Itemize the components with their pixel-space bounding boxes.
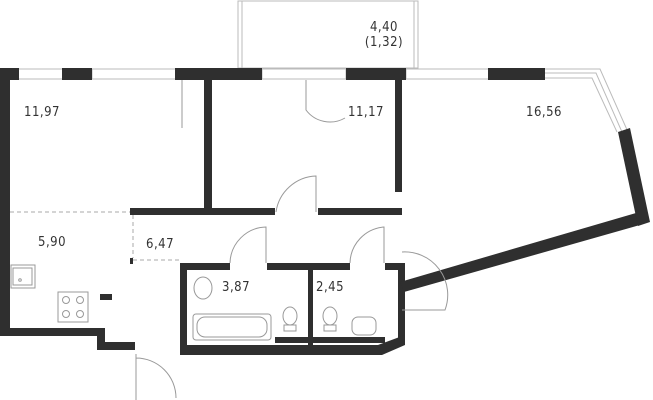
- walls: [0, 68, 650, 355]
- balcony: [237, 0, 419, 69]
- stove-icon: [57, 291, 89, 323]
- fixtures: [10, 264, 377, 341]
- doors: [135, 80, 449, 400]
- bathroom-area: 3,87: [222, 280, 251, 295]
- kitchen-area: 5,90: [38, 235, 67, 250]
- toilet-icon: [282, 306, 298, 326]
- room-1-area: 11,97: [24, 105, 60, 120]
- balcony-area-reduced: (1,32): [364, 35, 404, 50]
- washbasin-icon: [193, 276, 213, 300]
- balcony-area: 4,40: [369, 20, 399, 35]
- balcony-label: 4,40 (1,32): [362, 20, 406, 50]
- bathtub-icon: [192, 313, 272, 341]
- toilet-area: 2,45: [316, 280, 345, 295]
- room-3-area: 16,56: [526, 105, 562, 120]
- washbasin-icon: [351, 316, 377, 336]
- room-2-area: 11,17: [348, 105, 384, 120]
- hallway-area: 6,47: [146, 237, 175, 252]
- sink-icon: [10, 264, 36, 289]
- zone-separators: [10, 211, 180, 261]
- toilet-icon: [322, 306, 338, 326]
